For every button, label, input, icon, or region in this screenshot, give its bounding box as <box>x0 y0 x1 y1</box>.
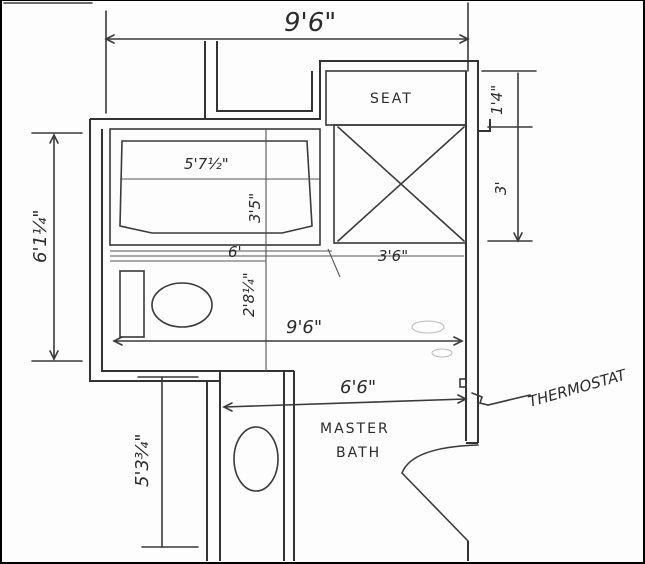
smudge <box>411 320 445 334</box>
smudge <box>431 348 453 358</box>
dimension-6-and-3-6 <box>110 248 464 278</box>
bathtub <box>109 128 332 371</box>
toilet <box>110 260 266 338</box>
label-lower-width: 6'6" <box>340 377 376 398</box>
label-thermostat: THERMOSTAT <box>526 365 630 411</box>
shower <box>325 70 467 244</box>
label-shower-depth: 3' <box>492 181 510 195</box>
dimension-lower-width <box>222 394 468 412</box>
label-toilet-space: 2'8¼" <box>240 272 258 317</box>
label-tub-length: 5'7½" <box>184 155 229 173</box>
label-six-ft: 6' <box>228 243 242 261</box>
thermostat-marker <box>459 378 531 406</box>
vanity-sink <box>233 426 279 492</box>
label-left-height: 6'1¼" <box>30 209 51 263</box>
door-swing <box>401 444 479 542</box>
dimension-right-heights <box>481 70 537 243</box>
dimension-vanity-depth <box>137 376 199 548</box>
label-vanity-depth: 5'3¾" <box>132 433 153 487</box>
dimension-overall-width <box>104 2 470 114</box>
label-overall-width: 9'6" <box>284 8 336 38</box>
label-shower-width: 3'6" <box>378 247 408 265</box>
label-room-line2: BATH <box>336 445 381 461</box>
label-seat: SEAT <box>370 91 413 107</box>
label-interior-width: 9'6" <box>286 317 322 338</box>
dimension-left-height <box>31 132 83 362</box>
dimension-interior-width <box>112 336 464 346</box>
label-tub-width: 3'5" <box>246 193 264 223</box>
label-room-line1: MASTER <box>320 421 390 437</box>
label-seat-depth: 1'4" <box>488 85 506 115</box>
